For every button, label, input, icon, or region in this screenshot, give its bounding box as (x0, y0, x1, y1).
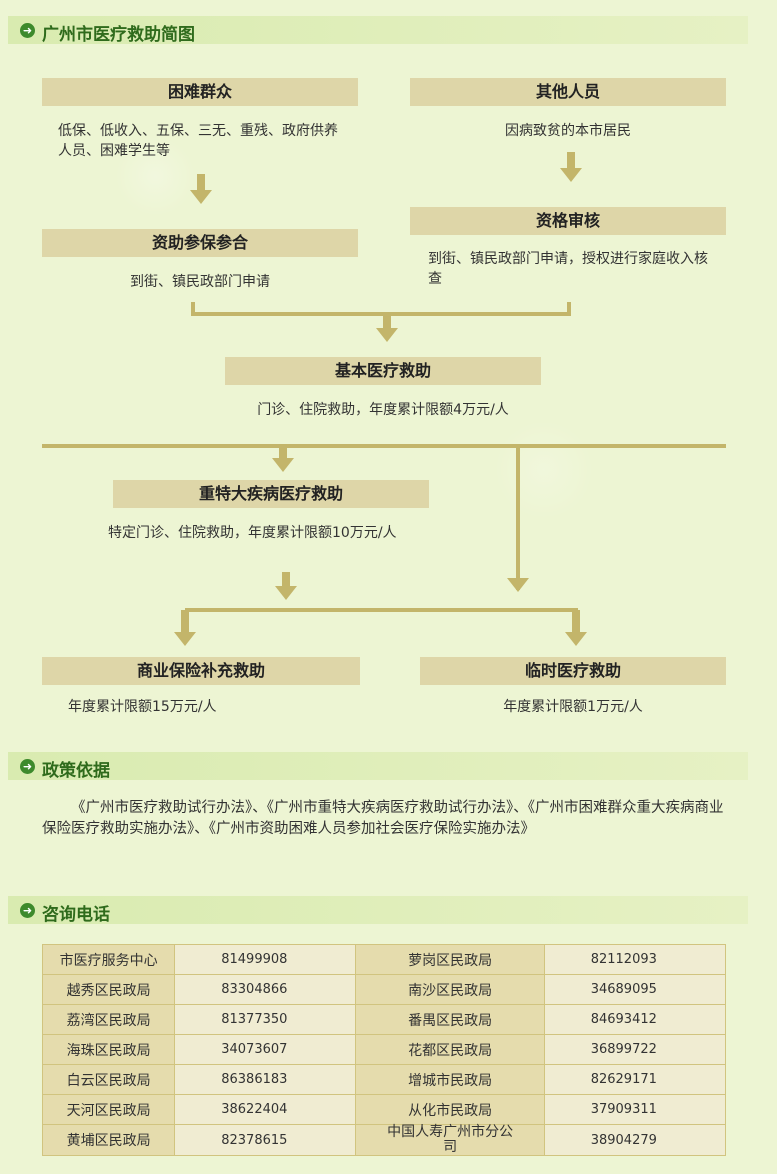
arrow-right-circle-icon: ➜ (20, 759, 35, 774)
flow-box-temporary: 临时医疗救助 (420, 657, 726, 685)
section-header-flow: ➜ 广州市医疗救助简图 (8, 16, 748, 45)
flow-desc-major: 特定门诊、住院救助，年度累计限额10万元/人 (108, 525, 397, 541)
arrow-down-icon (197, 174, 205, 192)
contact-name: 中国人寿广州市分公司 (355, 1124, 545, 1156)
table-row: 天河区民政局 38622404 从化市民政局 37909311 (41, 1094, 727, 1125)
connector-line (42, 444, 726, 448)
contact-phone: 82112093 (543, 944, 727, 975)
contact-name: 南沙区民政局 (355, 974, 545, 1005)
contact-phone: 34073607 (174, 1034, 357, 1065)
table-row: 荔湾区民政局 81377350 番禺区民政局 84693412 (41, 1004, 727, 1035)
connector-line (282, 572, 290, 588)
contact-phone: 81499908 (174, 944, 357, 975)
connector-line (191, 302, 195, 316)
contact-phone: 83304866 (174, 974, 357, 1005)
contact-phone: 38904279 (543, 1124, 727, 1156)
table-row: 越秀区民政局 83304866 南沙区民政局 34689095 (41, 974, 727, 1005)
flow-desc-basic: 门诊、住院救助，年度累计限额4万元/人 (257, 402, 509, 418)
flow-desc-qualify: 到街、镇民政部门申请，授权进行家庭收入核查 (428, 251, 708, 287)
flow-box-qualify: 资格审核 (410, 207, 726, 235)
table-row: 白云区民政局 86386183 增城市民政局 82629171 (41, 1064, 727, 1095)
contact-phone: 37909311 (543, 1094, 727, 1125)
connector-line (181, 610, 189, 634)
connector-line (191, 312, 571, 316)
connector-line (185, 608, 578, 612)
contact-phone: 86386183 (174, 1064, 357, 1095)
flow-desc-needy: 低保、低收入、五保、三无、重残、政府供养人员、困难学生等 (58, 123, 338, 159)
section-header-policy: ➜ 政策依据 (8, 752, 748, 781)
contact-name: 白云区民政局 (41, 1064, 176, 1095)
contact-name: 荔湾区民政局 (41, 1004, 176, 1035)
section-header-contact: ➜ 咨询电话 (8, 896, 748, 925)
connector-line (383, 316, 391, 330)
flow-desc-commercial: 年度累计限额15万元/人 (68, 699, 217, 715)
contact-name: 黄埔区民政局 (41, 1124, 176, 1156)
flow-desc-subsidy: 到街、镇民政部门申请 (130, 274, 270, 290)
policy-paragraph: 《广州市医疗救助试行办法》、《广州市重特大疾病医疗救助试行办法》、《广州市困难群… (42, 800, 724, 837)
arrow-down-icon (567, 152, 575, 170)
flow-box-major: 重特大疾病医疗救助 (113, 480, 429, 508)
connector-line (279, 448, 287, 460)
contact-name: 市医疗服务中心 (41, 944, 176, 975)
contact-phone: 81377350 (174, 1004, 357, 1035)
section-title: 咨询电话 (42, 905, 110, 925)
connector-line (567, 302, 571, 316)
flow-box-subsidy: 资助参保参合 (42, 229, 358, 257)
flow-box-commercial: 商业保险补充救助 (42, 657, 360, 685)
flow-desc-temporary: 年度累计限额1万元/人 (503, 699, 643, 715)
connector-line (516, 448, 520, 590)
arrow-right-circle-icon: ➜ (20, 903, 35, 918)
contact-name: 萝岗区民政局 (355, 944, 545, 975)
flow-box-others: 其他人员 (410, 78, 726, 106)
contact-name: 越秀区民政局 (41, 974, 176, 1005)
contact-table: 市医疗服务中心 81499908 萝岗区民政局 82112093 越秀区民政局 … (41, 944, 727, 1156)
contact-phone: 34689095 (543, 974, 727, 1005)
contact-phone: 38622404 (174, 1094, 357, 1125)
contact-name: 花都区民政局 (355, 1034, 545, 1065)
contact-phone: 82378615 (174, 1124, 357, 1156)
contact-phone: 36899722 (543, 1034, 727, 1065)
flow-box-basic: 基本医疗救助 (225, 357, 541, 385)
contact-phone: 84693412 (543, 1004, 727, 1035)
contact-name: 增城市民政局 (355, 1064, 545, 1095)
table-row: 海珠区民政局 34073607 花都区民政局 36899722 (41, 1034, 727, 1065)
contact-phone: 82629171 (543, 1064, 727, 1095)
section-title: 政策依据 (42, 761, 110, 781)
arrow-right-circle-icon: ➜ (20, 23, 35, 38)
flow-box-needy: 困难群众 (42, 78, 358, 106)
table-row: 市医疗服务中心 81499908 萝岗区民政局 82112093 (41, 944, 727, 975)
contact-name: 海珠区民政局 (41, 1034, 176, 1065)
contact-name: 番禺区民政局 (355, 1004, 545, 1035)
contact-name: 天河区民政局 (41, 1094, 176, 1125)
connector-line (572, 610, 580, 634)
table-row: 黄埔区民政局 82378615 中国人寿广州市分公司 38904279 (41, 1124, 727, 1156)
contact-name: 从化市民政局 (355, 1094, 545, 1125)
section-title: 广州市医疗救助简图 (42, 25, 195, 45)
flow-desc-others: 因病致贫的本市居民 (505, 123, 631, 139)
